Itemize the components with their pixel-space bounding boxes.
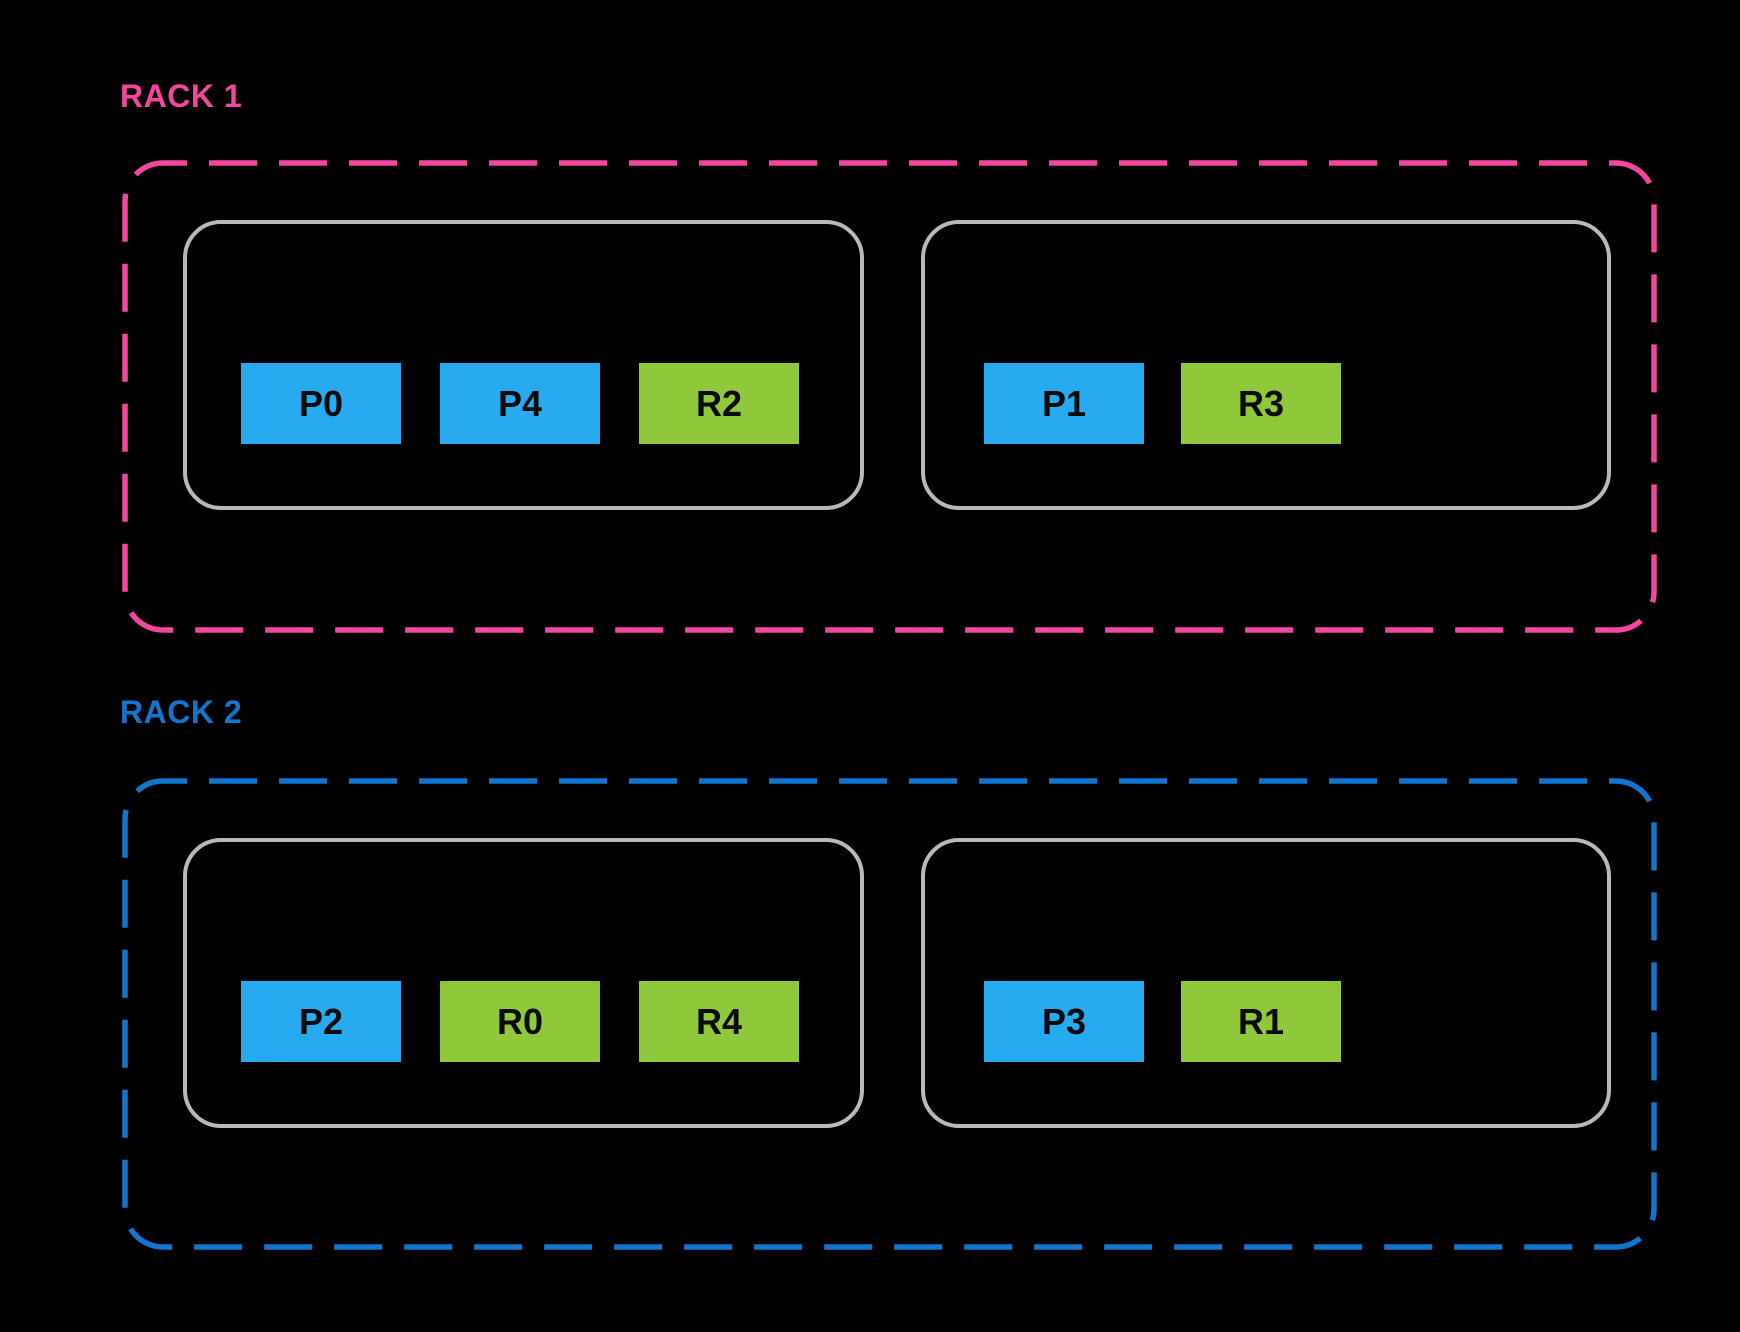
shard-slot-p3: P3 [984,981,1144,1062]
rack-2-host-2: P3 R1 [921,838,1611,1128]
rack-2-boundary: P2 R0 R4 P3 R1 [122,778,1657,1250]
shard-slot-r1: R1 [1181,981,1341,1062]
shard-slot-p0: P0 [241,363,401,444]
shard-slot-p4: P4 [440,363,600,444]
rack-2-host-1: P2 R0 R4 [183,838,864,1128]
rack-1-boundary: P0 P4 R2 P1 R3 [122,160,1657,633]
shard-slot-r0: R0 [440,981,600,1062]
rack-1-host-2: P1 R3 [921,220,1611,510]
shard-slot-p1: P1 [984,363,1144,444]
shard-slot-p2: P2 [241,981,401,1062]
rack-1-host-1: P0 P4 R2 [183,220,864,510]
rack-1-label: RACK 1 [120,78,243,114]
rack-2-label: RACK 2 [120,694,243,730]
shard-slot-r4: R4 [639,981,799,1062]
shard-slot-r2: R2 [639,363,799,444]
shard-slot-r3: R3 [1181,363,1341,444]
